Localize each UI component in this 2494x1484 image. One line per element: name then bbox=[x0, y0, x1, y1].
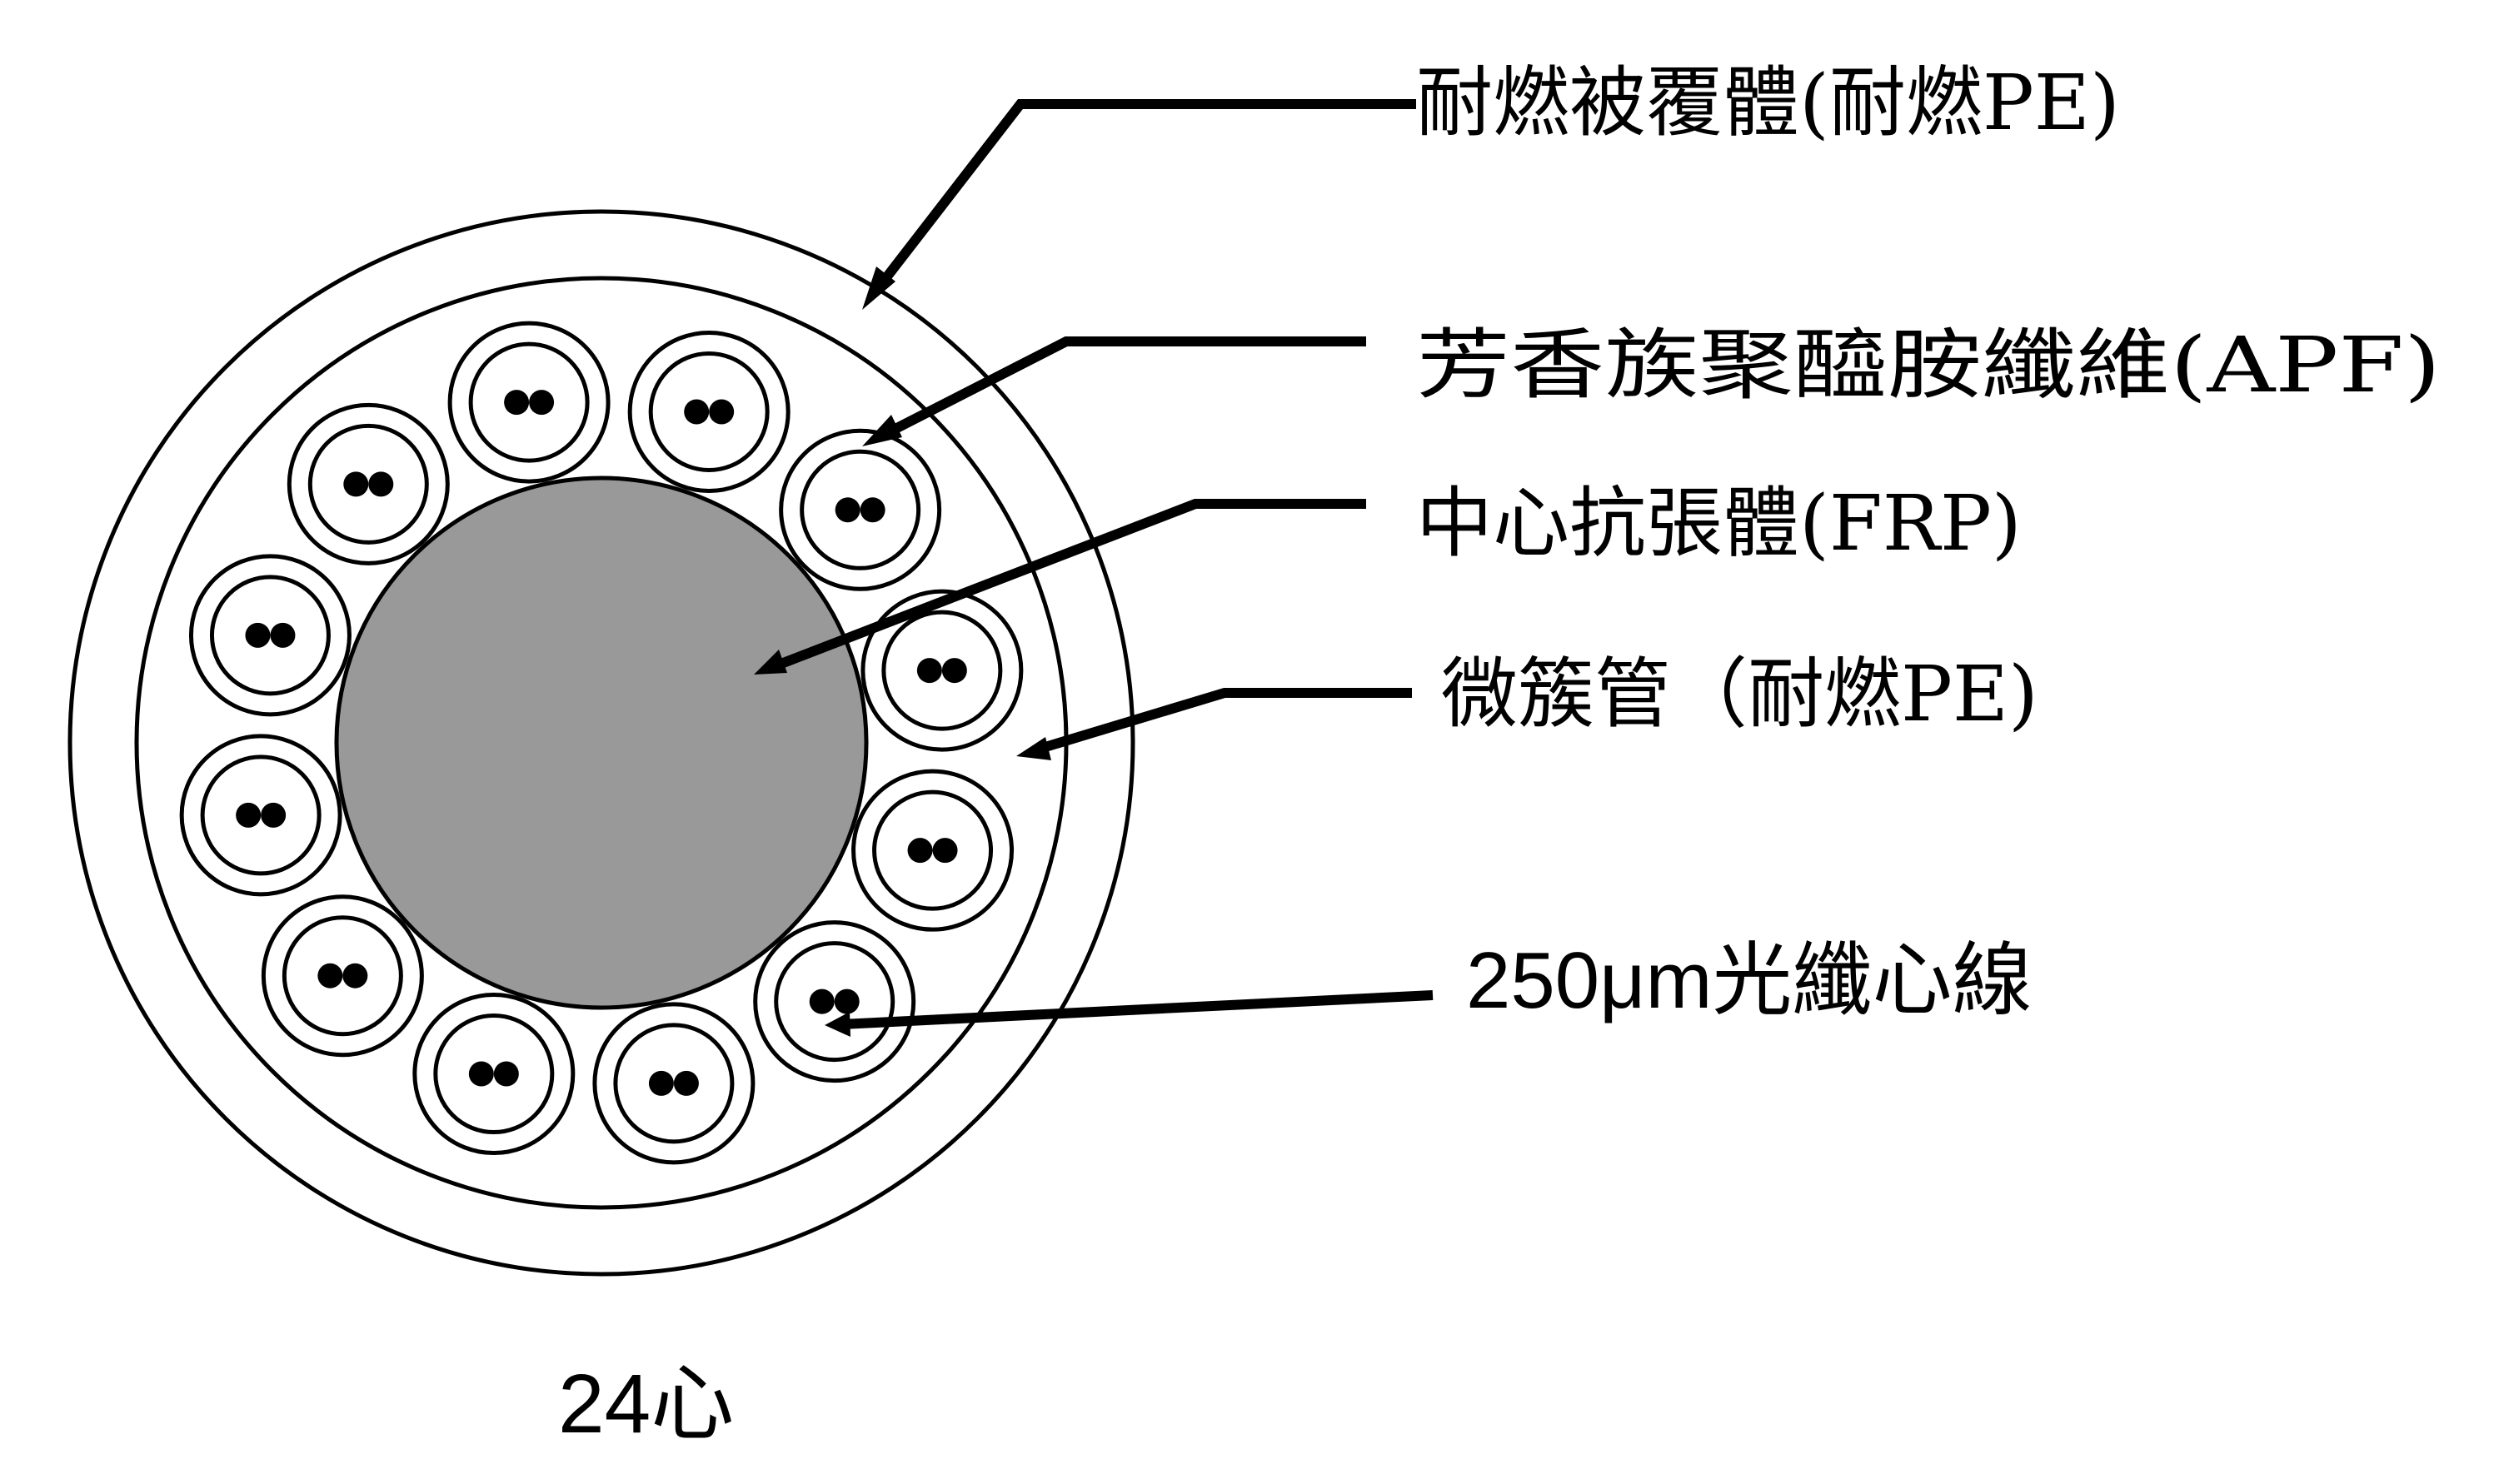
arrowhead-optical-fiber bbox=[825, 1012, 850, 1037]
optical-fiber-dot bbox=[673, 1070, 699, 1096]
label-aramid-fiber: 芳香族聚醯胺纖維(APF) bbox=[1416, 321, 2441, 410]
optical-fiber-dot bbox=[835, 497, 860, 523]
micro-tube bbox=[261, 894, 424, 1058]
micro-tube bbox=[860, 589, 1024, 752]
optical-fiber-dot bbox=[342, 963, 368, 989]
optical-fiber-dot bbox=[504, 390, 530, 416]
micro-tube bbox=[779, 428, 942, 591]
leader-outer-jacket bbox=[875, 99, 1416, 291]
optical-fiber-dot bbox=[684, 399, 710, 425]
optical-fiber-dot bbox=[261, 802, 287, 828]
micro-tube bbox=[592, 1002, 756, 1165]
optical-fiber-dot bbox=[468, 1061, 494, 1087]
arrowhead-micro-tube bbox=[1016, 737, 1051, 760]
leader-aramid-fiber bbox=[885, 336, 1366, 438]
optical-fiber-dot bbox=[860, 497, 885, 523]
optical-fiber-dot bbox=[368, 471, 394, 497]
optical-fiber-dot bbox=[270, 622, 296, 648]
micro-tube bbox=[287, 402, 450, 565]
arrowhead-outer-jacket bbox=[862, 266, 895, 310]
micro-tube-group bbox=[179, 321, 1024, 1165]
optical-fiber-dot bbox=[529, 390, 555, 416]
leader-micro-tube bbox=[1035, 688, 1412, 754]
arrowhead-central-member bbox=[754, 650, 787, 675]
micro-tube bbox=[627, 330, 791, 493]
optical-fiber-dot bbox=[916, 658, 942, 684]
micro-tube bbox=[412, 993, 576, 1156]
optical-fiber-dot bbox=[317, 963, 343, 989]
leader-central-member bbox=[772, 499, 1366, 671]
optical-fiber-dot bbox=[709, 399, 735, 425]
micro-tube bbox=[447, 321, 611, 484]
label-central-strength-member: 中心抗張體(FRP) bbox=[1416, 479, 2022, 568]
optical-fiber-dot bbox=[907, 838, 933, 864]
fiber-count-caption: 24心 bbox=[558, 1357, 734, 1451]
leader-lines bbox=[772, 99, 1434, 1029]
optical-fiber-dot bbox=[932, 838, 958, 864]
arrowhead-aramid-fiber bbox=[862, 415, 902, 446]
micro-tube bbox=[188, 554, 352, 717]
leader-optical-fiber bbox=[840, 990, 1434, 1029]
arrowheads bbox=[754, 266, 1051, 1037]
optical-fiber-dot bbox=[941, 658, 967, 684]
label-optical-fiber: 250μm光纖心線 bbox=[1466, 936, 2032, 1025]
label-outer-jacket: 耐燃被覆體(耐燃PE) bbox=[1416, 58, 2120, 147]
optical-fiber-dot bbox=[236, 802, 262, 828]
optical-fiber-dot bbox=[648, 1070, 674, 1096]
label-micro-tube: 微簇管（耐燃PE) bbox=[1441, 650, 2038, 739]
micro-tube bbox=[851, 769, 1015, 932]
micro-tube bbox=[753, 920, 916, 1083]
optical-fiber-dot bbox=[493, 1061, 519, 1087]
optical-fiber-dot bbox=[809, 989, 835, 1014]
optical-fiber-dot bbox=[834, 989, 860, 1014]
optical-fiber-dot bbox=[245, 622, 271, 648]
micro-tube bbox=[179, 734, 342, 897]
central-strength-member bbox=[334, 476, 869, 1010]
optical-fiber-dot bbox=[343, 471, 369, 497]
